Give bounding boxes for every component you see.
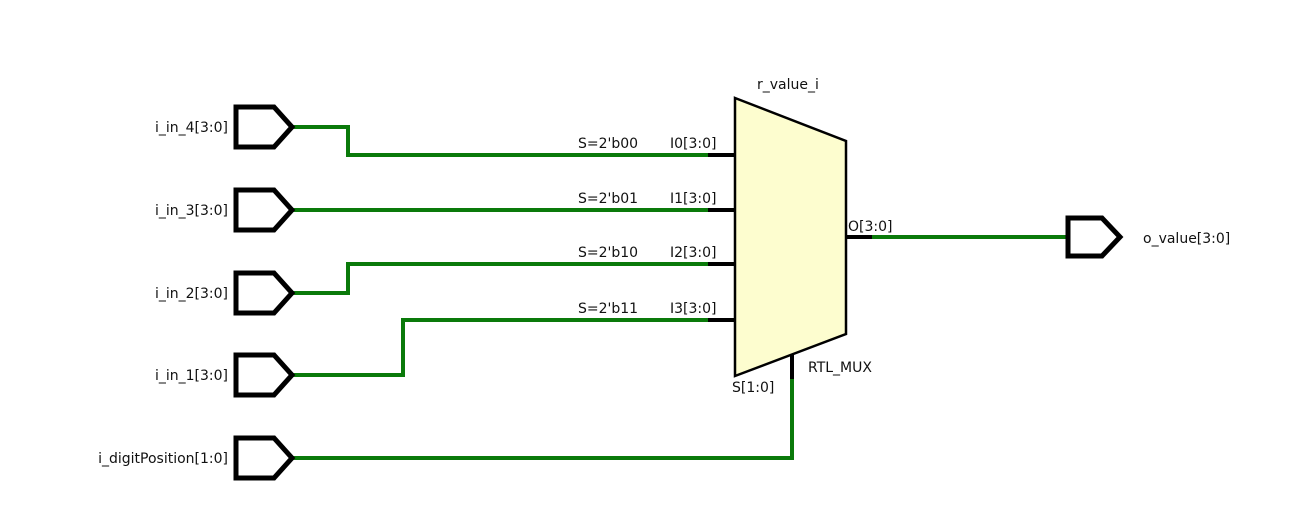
input-port-label: i_in_4[3:0] — [155, 120, 228, 136]
mux-output-pin-label: O[3:0] — [848, 219, 892, 235]
input-port-i-in-4[interactable] — [233, 104, 296, 150]
output-port-o-value[interactable] — [1065, 215, 1124, 259]
mux-instance-name: r_value_i — [757, 77, 819, 93]
case-condition-2: S=2'b10 — [578, 245, 638, 261]
input-port-i-in-1[interactable] — [233, 352, 296, 398]
case-condition-0: S=2'b00 — [578, 136, 638, 152]
input-port-label: i_digitPosition[1:0] — [98, 451, 228, 467]
net-i-in-4[interactable] — [293, 125, 708, 157]
case-condition-3: S=2'b11 — [578, 301, 638, 317]
input-port-label: i_in_2[3:0] — [155, 286, 228, 302]
mux-type-label: RTL_MUX — [808, 360, 872, 376]
mux-select-pin-label: S[1:0] — [732, 380, 774, 396]
case-condition-1: S=2'b01 — [578, 191, 638, 207]
input-port-label: i_in_3[3:0] — [155, 203, 228, 219]
net-i-in-1[interactable] — [293, 318, 708, 377]
input-port-label: i_in_1[3:0] — [155, 368, 228, 384]
input-port-i-in-2[interactable] — [233, 270, 296, 316]
case-pin-3: I3[3:0] — [670, 301, 717, 317]
case-pin-1: I1[3:0] — [670, 191, 717, 207]
input-port-i-digitposition[interactable] — [233, 435, 296, 481]
case-pin-0: I0[3:0] — [670, 136, 717, 152]
mux-r-value-i[interactable] — [733, 96, 848, 378]
net-i-in-2[interactable] — [293, 262, 708, 295]
input-port-i-in-3[interactable] — [233, 187, 296, 233]
net-i-digitposition[interactable] — [293, 378, 794, 460]
output-port-label: o_value[3:0] — [1143, 231, 1230, 247]
case-pin-2: I2[3:0] — [670, 245, 717, 261]
